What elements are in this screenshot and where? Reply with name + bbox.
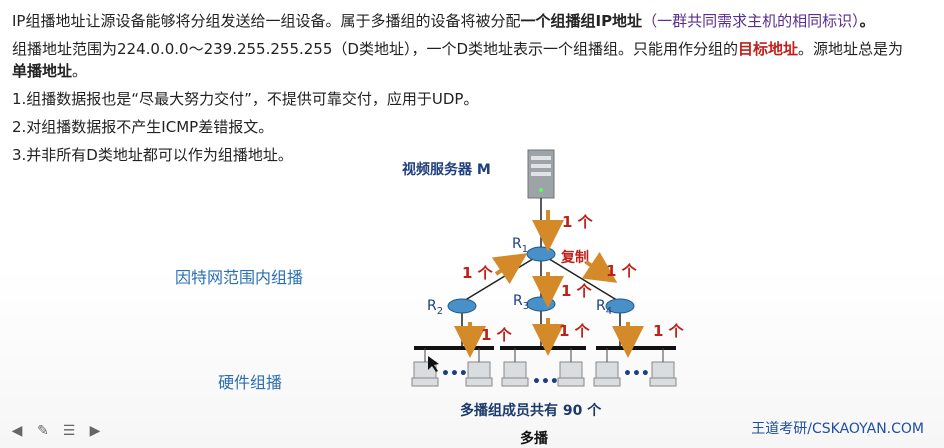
paragraph-1: IP组播地址让源设备能够将分组发送给一组设备。属于多播组的设备将被分配一个组播组… xyxy=(12,10,912,32)
router-label-r4: R4 xyxy=(596,298,612,317)
router-label-r1: R1 xyxy=(512,236,528,255)
p2-text: 组播地址范围为224.0.0.0～239.255.255.255（D类地址），一… xyxy=(12,40,738,58)
server-label: 视频服务器 M xyxy=(402,161,491,178)
slide-text: IP组播地址让源设备能够将分组发送给一组设备。属于多播组的设备将被分配一个组播组… xyxy=(12,10,912,172)
label-internet-multicast: 因特网范围内组播 xyxy=(175,268,304,287)
diagram-caption: 多播 xyxy=(520,431,548,447)
menu-icon[interactable]: ☰ xyxy=(62,423,76,439)
p1-bold: 一个组播组IP地址 xyxy=(520,12,643,30)
arrow-r1-r4 xyxy=(581,251,618,283)
members-count: 多播组成员共有 90 个 xyxy=(460,403,602,419)
list-item-2: 2.对组播数据报不产生ICMP差错报文。 xyxy=(12,118,274,136)
count-label-3: 1 个 xyxy=(561,282,593,300)
cursor-icon xyxy=(428,356,439,372)
count-label-7: 1 个 xyxy=(653,322,685,340)
p2-bold: 单播地址 xyxy=(12,62,73,80)
arrow-left-icon[interactable]: ◀ xyxy=(11,423,23,439)
count-label-2: 1 个 xyxy=(462,264,494,282)
router-label-r2: R2 xyxy=(427,298,443,317)
paragraph-2: 组播地址范围为224.0.0.0～239.255.255.255（D类地址），一… xyxy=(12,38,912,82)
slide-nav: ◀ ✎ ☰ ▶ xyxy=(8,422,104,440)
server-icon xyxy=(527,149,555,199)
ellipsis-2: ••• xyxy=(532,374,559,390)
p1-end: 。 xyxy=(859,12,875,30)
p2-end: 。 xyxy=(72,62,88,80)
arrow-right-icon[interactable]: ▶ xyxy=(89,423,101,439)
count-label-5: 1 个 xyxy=(481,326,513,344)
p2-red: 目标地址 xyxy=(738,40,799,58)
arrow-r1-r2 xyxy=(491,253,528,285)
count-label-1: 1 个 xyxy=(562,213,594,231)
copy-label: 复制 xyxy=(560,249,589,266)
ellipsis-1: ••• xyxy=(441,366,468,382)
p1-text: IP组播地址让源设备能够将分组发送给一组设备。属于多播组的设备将被分配 xyxy=(12,12,521,30)
link-r1-r4 xyxy=(540,253,621,303)
p2-text-2: 。源地址总是为 xyxy=(798,40,904,58)
list-item-1: 1.组播数据报也是“尽最大努力交付”，不提供可靠交付，应用于UDP。 xyxy=(12,90,479,108)
pen-icon[interactable]: ✎ xyxy=(37,423,49,439)
computer-icon xyxy=(411,361,677,387)
ellipsis-3: ••• xyxy=(623,366,650,382)
label-hardware-multicast: 硬件组播 xyxy=(218,373,283,392)
p1-purple: （一群共同需求主机的相同标识） xyxy=(642,12,860,30)
count-label-4: 1 个 xyxy=(606,262,638,280)
router-label-r3: R3 xyxy=(513,293,529,312)
list-item-3: 3.并非所有D类地址都可以作为组播地址。 xyxy=(12,146,293,164)
footer-brand: 王道考研/CSKAOYAN.COM xyxy=(751,421,924,437)
count-label-6: 1 个 xyxy=(559,322,591,340)
